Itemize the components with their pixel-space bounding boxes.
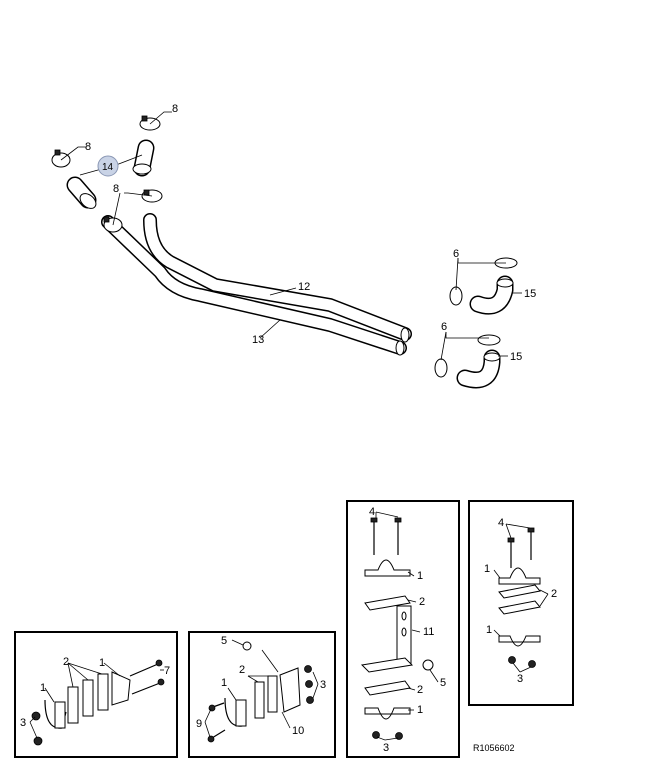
callout-14: 14 bbox=[102, 162, 114, 173]
callout-1: 1 bbox=[99, 657, 105, 669]
callout-1: 1 bbox=[417, 704, 423, 716]
callout-3: 3 bbox=[383, 742, 389, 754]
callout-1: 1 bbox=[484, 563, 490, 575]
callout-7: 7 bbox=[164, 665, 170, 677]
callout-5: 5 bbox=[221, 635, 227, 647]
callout-11: 11 bbox=[423, 626, 434, 638]
callout-1: 1 bbox=[486, 624, 492, 636]
callout-6: 6 bbox=[453, 248, 459, 260]
callout-13: 13 bbox=[252, 334, 264, 346]
callout-3: 3 bbox=[320, 679, 326, 691]
detail-box-2 bbox=[188, 631, 336, 758]
callout-1: 1 bbox=[417, 570, 423, 582]
callout-1: 1 bbox=[40, 682, 46, 694]
clamp-6-c bbox=[477, 334, 501, 346]
callout-2: 2 bbox=[417, 684, 423, 696]
elbow-hose-15-bottom bbox=[456, 349, 501, 389]
callout-3: 3 bbox=[20, 717, 26, 729]
detail-box-3 bbox=[346, 500, 460, 758]
callout-12: 12 bbox=[298, 281, 310, 293]
callout-8: 8 bbox=[85, 141, 91, 153]
callout-3: 3 bbox=[517, 673, 523, 685]
callout-4: 4 bbox=[498, 517, 504, 529]
detail-box-4 bbox=[468, 500, 574, 706]
pipe-assembly bbox=[51, 111, 522, 389]
callout-6: 6 bbox=[441, 321, 447, 333]
callout-8: 8 bbox=[113, 183, 119, 195]
callout-2: 2 bbox=[419, 596, 425, 608]
clamp-8-left-top bbox=[51, 149, 71, 168]
clamp-6-d bbox=[434, 358, 448, 378]
callout-9: 9 bbox=[196, 718, 202, 730]
elbow-hose-15-top bbox=[469, 275, 514, 315]
reference-code: R1056602 bbox=[473, 743, 515, 753]
callout-4: 4 bbox=[369, 506, 375, 518]
callout-1: 1 bbox=[221, 677, 227, 689]
callout-10: 10 bbox=[292, 725, 304, 737]
callout-15: 15 bbox=[524, 288, 536, 300]
hose-left bbox=[66, 176, 97, 209]
callout-2: 2 bbox=[239, 664, 245, 676]
hose-upper bbox=[132, 139, 155, 177]
detail-box-1 bbox=[14, 631, 178, 758]
callout-14-highlight bbox=[97, 155, 119, 177]
callout-2: 2 bbox=[551, 588, 557, 600]
callout-5: 5 bbox=[440, 677, 446, 689]
callout-15: 15 bbox=[510, 351, 522, 363]
callout-2: 2 bbox=[63, 656, 69, 668]
callout-8: 8 bbox=[172, 103, 178, 115]
